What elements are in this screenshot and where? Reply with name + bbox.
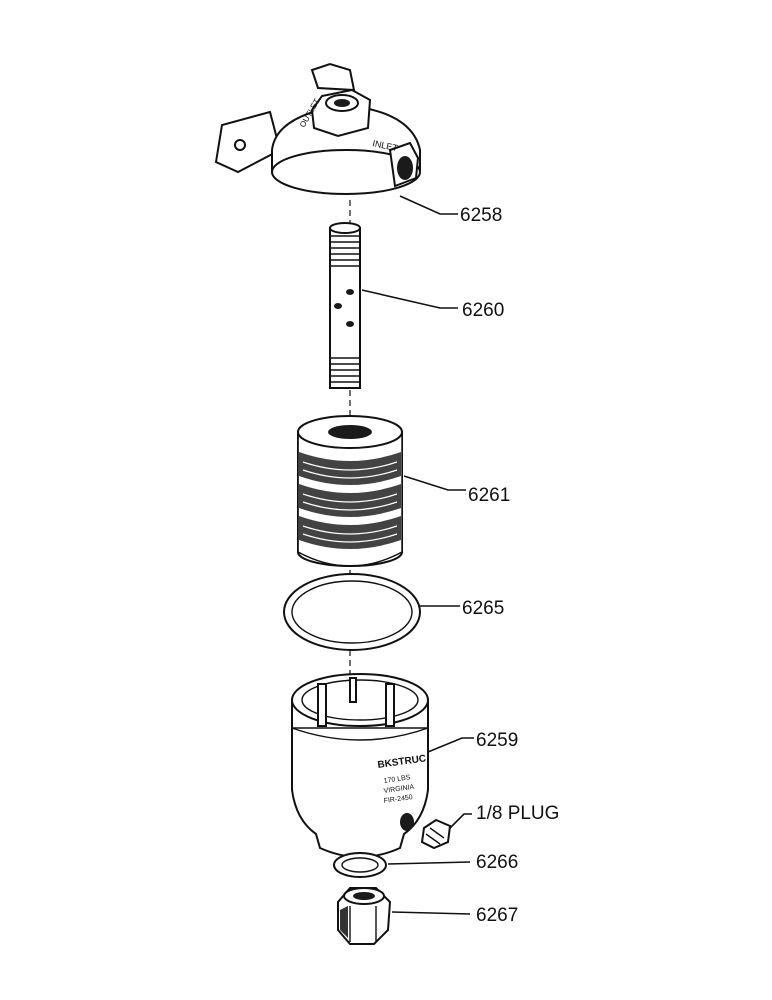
head-left-bracket (214, 110, 282, 174)
filter-element (297, 415, 403, 567)
washer-outer (333, 852, 387, 878)
leader-6267 (391, 911, 471, 915)
tube-hole-1 (346, 289, 354, 295)
element-texture (299, 452, 401, 549)
bowl-marking-3: VIRGINIA (383, 784, 415, 795)
bowl-marking-4: FIR-2450 (383, 794, 413, 805)
bowl-nut (337, 887, 392, 945)
bowl-ribs (317, 677, 395, 727)
label-6266: 6266 (476, 852, 518, 873)
drain-plug (420, 818, 452, 850)
element-texture-lines (302, 461, 398, 543)
tube-hole-2 (334, 303, 342, 309)
label-6261: 6261 (468, 485, 510, 506)
head-nut-bore-hole (334, 99, 350, 107)
tube-hole-3 (346, 321, 354, 327)
leader-6260 (361, 289, 458, 309)
center-tube-bottom-threads (331, 357, 359, 383)
nut-bore (353, 892, 375, 900)
label-6259: 6259 (476, 730, 518, 751)
leader-6259 (427, 737, 474, 753)
bowl-rim (291, 673, 429, 727)
washer (333, 852, 387, 878)
leader-6258 (399, 195, 458, 215)
label-6267: 6267 (476, 905, 518, 926)
leader-6266 (387, 861, 471, 865)
head-port-hole (397, 156, 413, 180)
bowl-inner-rim (301, 679, 419, 721)
gasket-outer (283, 573, 421, 651)
bowl-marking-2: 170 LBS (383, 774, 411, 785)
center-tube (329, 222, 361, 389)
filter-bowl: BKSTRUC 170 LBS VIRGINIA FIR-2450 (291, 673, 429, 858)
gasket-inner (291, 580, 413, 644)
label-plug: 1/8 PLUG (476, 803, 559, 824)
label-6260: 6260 (462, 300, 504, 321)
filter-head: INLET OUTLET (214, 62, 421, 195)
washer-inner (341, 857, 379, 873)
leader-6261 (403, 475, 466, 491)
center-tube-top-threads (331, 235, 359, 267)
bracket-hole-left (234, 139, 246, 151)
bowl-drain-hole (400, 813, 414, 831)
head-top-bracket (310, 62, 356, 92)
gasket (283, 573, 421, 651)
leader-plug (449, 813, 472, 829)
label-6258: 6258 (460, 205, 502, 226)
head-base-rim (271, 149, 421, 195)
center-tube-top (329, 222, 361, 234)
label-6265: 6265 (462, 598, 504, 619)
element-bore (328, 425, 372, 439)
plug-hex (420, 818, 452, 850)
